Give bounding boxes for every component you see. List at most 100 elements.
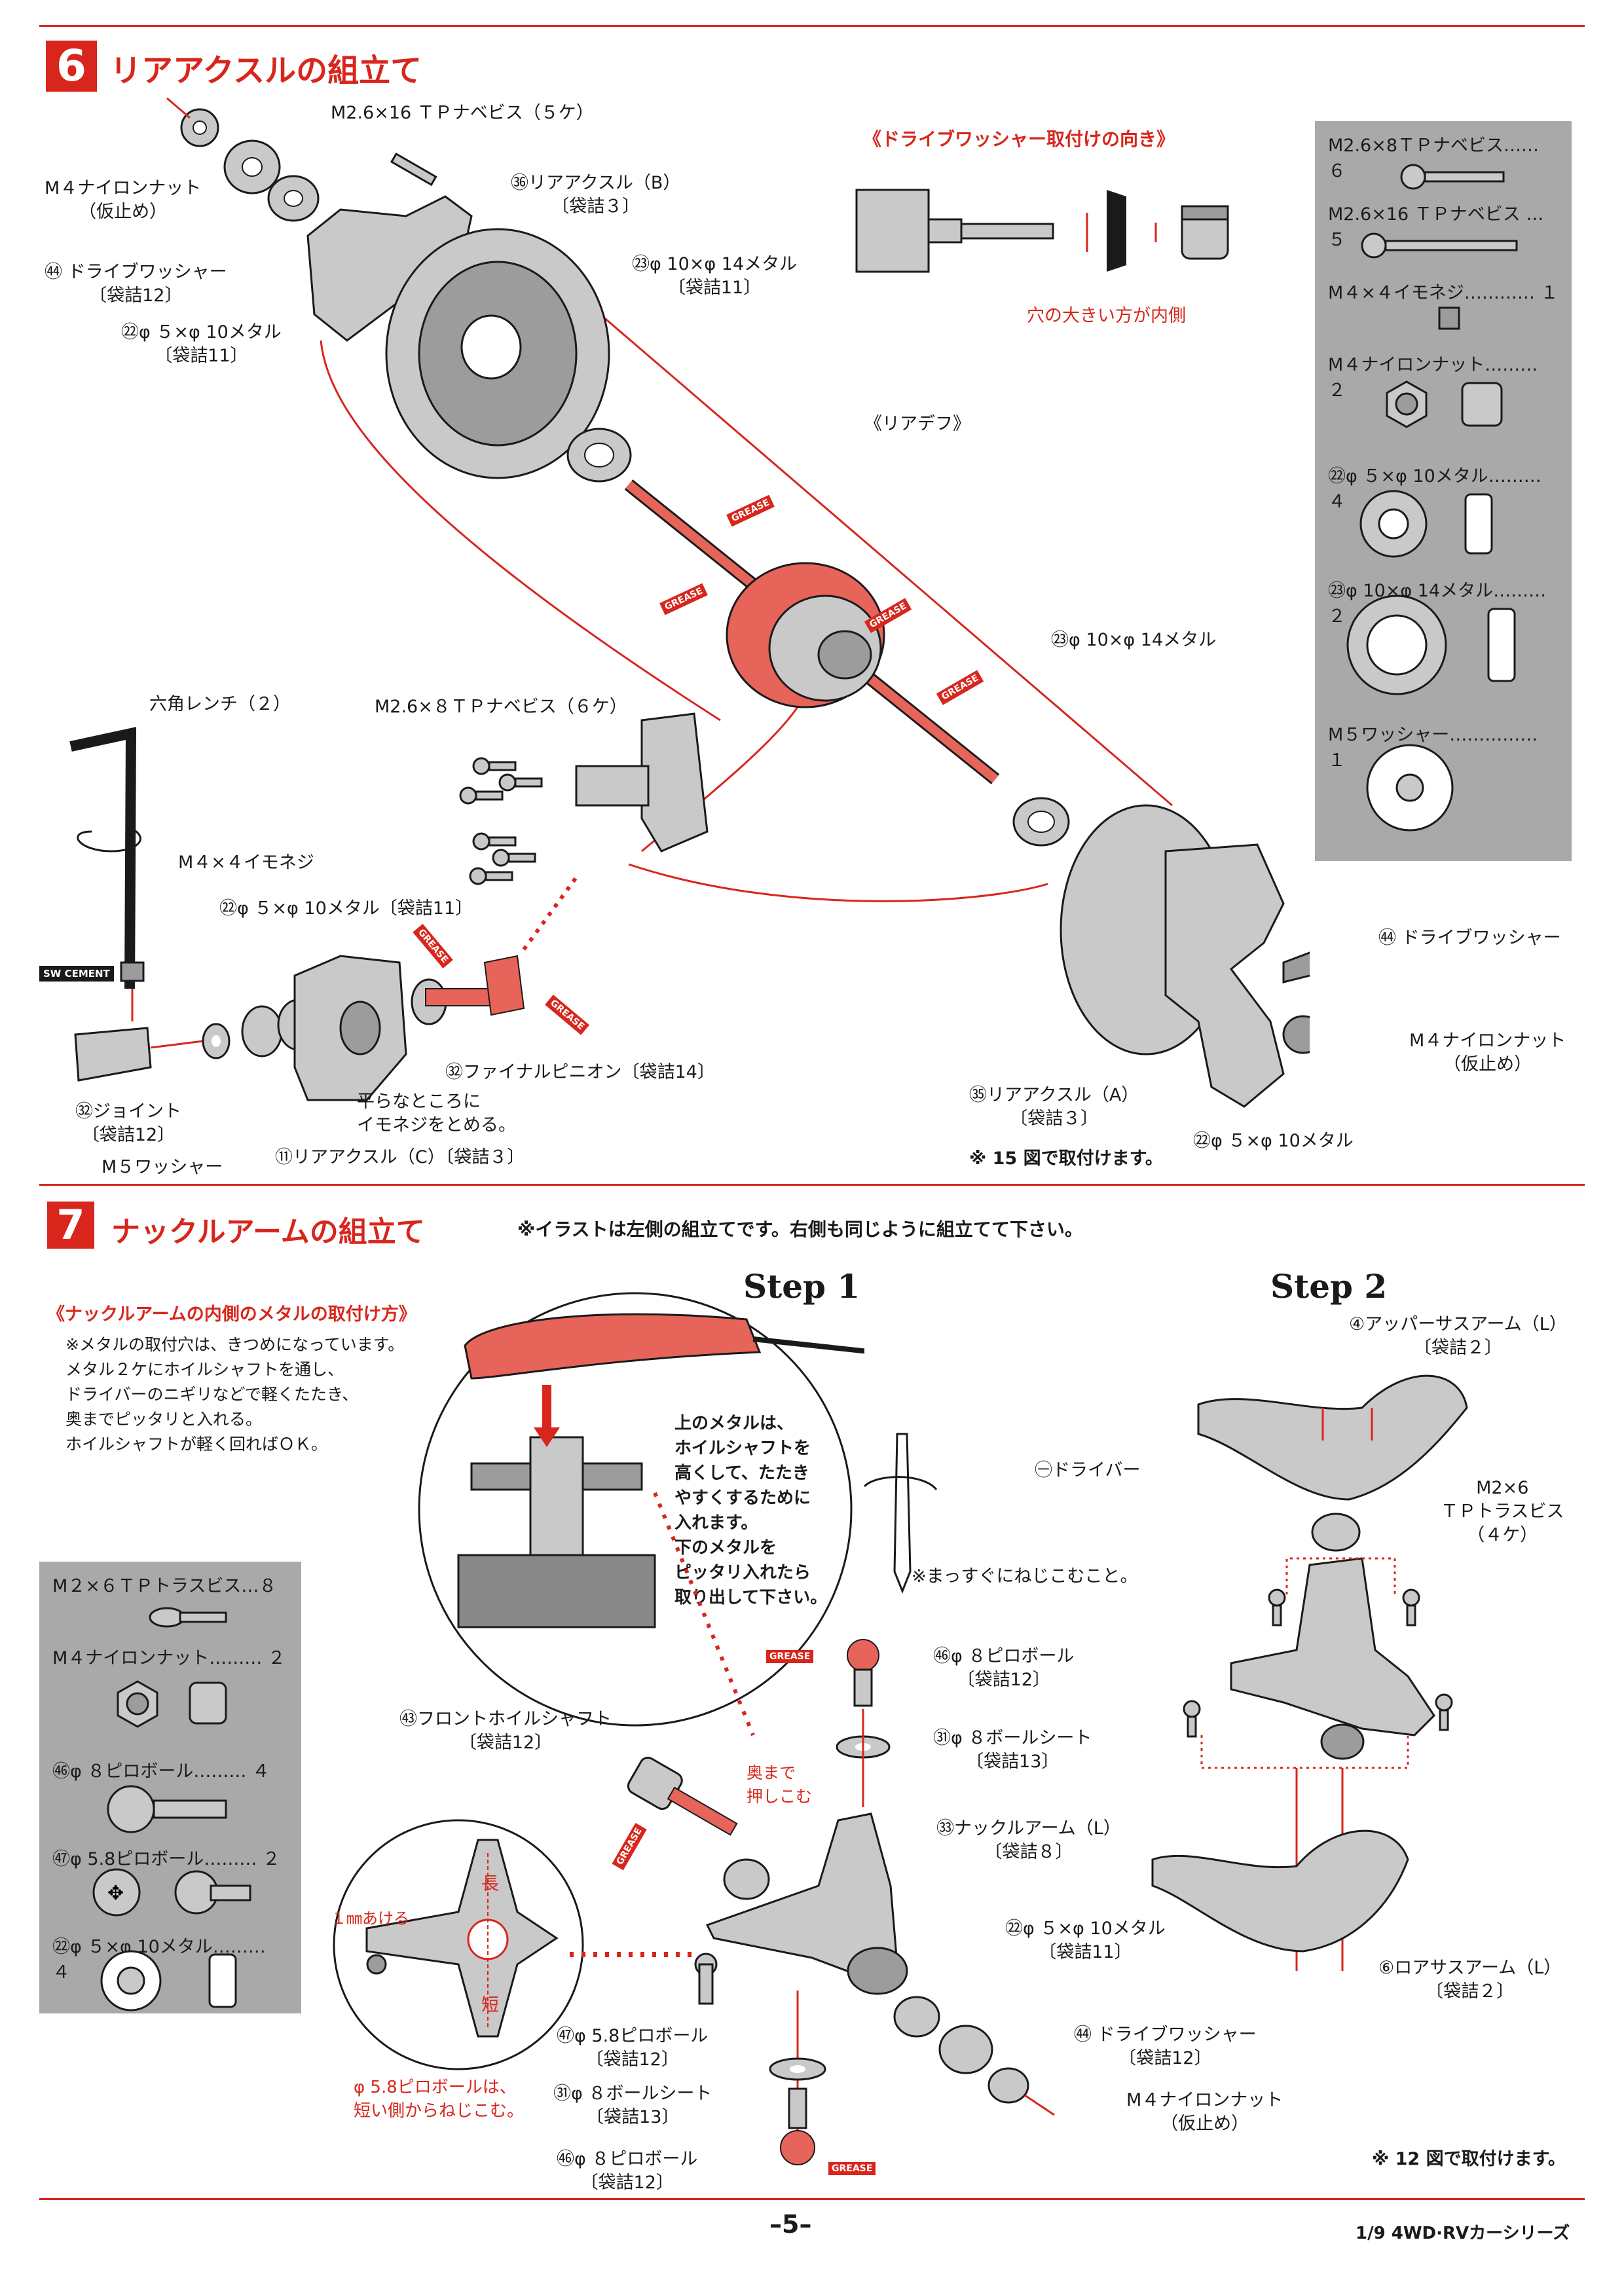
label-metal-72: ㉒φ ５×φ 10メタル〔袋詰11〕 xyxy=(121,322,282,366)
label-metal-73: ㉓φ 10×φ 14メタル〔袋詰11〕 xyxy=(632,254,798,298)
series-name: 1/9 4WD·RVカーシリーズ xyxy=(1356,2224,1570,2243)
washer-note-title: 《ドライブワッシャー取付けの向き》 xyxy=(863,128,1175,150)
panel-item: M2.6×16 ＴＰナベビス …５ xyxy=(1328,204,1544,250)
knuckle-arm-exploded-illustration xyxy=(570,1374,1468,2165)
label-knuckle: ㉝ナックルアーム（L）〔袋詰８〕 xyxy=(936,1818,1121,1862)
screw-icon xyxy=(459,786,504,805)
label-attach-note-6: ※ 15 図で取付けます。 xyxy=(969,1148,1163,1169)
joint-icon xyxy=(74,1027,152,1082)
label-metal-72-s7: ㉒φ ５×φ 10メタル〔袋詰11〕 xyxy=(1005,1919,1166,1962)
panel-item: M２×６ＴＰトラスビス…８ xyxy=(52,1576,277,1596)
front-wheel-shaft xyxy=(627,1756,738,1836)
drive-washer-icon xyxy=(938,2025,993,2074)
label-final-pinion: ㉜ファイナルピニオン〔袋詰14〕 xyxy=(445,1062,715,1082)
knuckle-arm xyxy=(705,1812,908,1995)
rear-axle-b xyxy=(306,195,610,479)
label-screw-m26x16: M2.6×16 ＴＰナベビス（５ケ） xyxy=(331,103,594,123)
panel-item: M４ナイロンナット……… ２ xyxy=(52,1648,286,1668)
set-screw-icon xyxy=(1438,306,1460,330)
rear-axle-a xyxy=(1060,804,1310,1108)
screw-icon xyxy=(1400,164,1505,190)
label-press-note: 奥まで 押しこむ xyxy=(747,1763,813,1806)
label-attach-note-7: ※ 12 図で取付けます。 xyxy=(1372,2149,1566,2169)
panel-parts-illustration: ✥ xyxy=(92,1607,251,2011)
section-7-number: 7 xyxy=(47,1202,94,1249)
footer-rule xyxy=(39,2198,1585,2200)
set-screw-icon xyxy=(120,961,145,982)
panel-item: ㊼φ 5.8ピロボール……… ２ xyxy=(52,1849,280,1869)
label-long: 長 xyxy=(481,1874,499,1894)
step1-detail-circle xyxy=(418,1292,864,1727)
driver-illustration xyxy=(863,1433,938,1594)
label-driver: ㊀ドライバー xyxy=(1035,1460,1141,1480)
label-m4-nut: M４ナイロンナット（仮止め） xyxy=(45,178,202,222)
hex-wrench-icon xyxy=(69,727,137,989)
section-6-parts-panel: M2.6×8ＴＰナベビス…… ６ M2.6×16 ＴＰナベビス …５ M４×４イ… xyxy=(1315,121,1572,861)
grease-tag: GREASE xyxy=(828,2162,876,2175)
label-set-screw: M４×４イモネジ xyxy=(178,853,314,873)
panel-item: ㊻φ ８ピロボール……… ４ xyxy=(52,1761,270,1782)
label-m5-washer: M５ワッシャー xyxy=(101,1157,223,1177)
label-metal-72-c: ㉒φ ５×φ 10メタル xyxy=(1193,1131,1354,1151)
section-7-title: ナックルアームの組立て xyxy=(111,1215,425,1249)
truss-screw-icon xyxy=(1402,1588,1420,1626)
label-drive-washer: ㊹ ドライブワッシャー〔袋詰12〕 xyxy=(45,262,227,306)
truss-screw-icon xyxy=(1183,1700,1201,1738)
label-axle-c: ⑪リアアクスル（C）〔袋詰３〕 xyxy=(275,1147,525,1167)
knuckle-arm-step2 xyxy=(1230,1513,1435,1760)
metal-icon xyxy=(723,1858,770,1900)
label-joint: ㉜ジョイント〔袋詰12〕 xyxy=(75,1101,181,1145)
label-m4-nut-b: M４ナイロンナット（仮止め） xyxy=(1409,1031,1566,1074)
washer-icon xyxy=(223,139,281,194)
panel-item: M2.6×8ＴＰナベビス…… ６ xyxy=(1328,136,1540,181)
panel-item: M５ワッシャー…………… １ xyxy=(1328,725,1538,771)
label-screw-m2x6: M2×6 ＴＰトラスビス （４ケ） xyxy=(1441,1478,1564,1545)
label-ball-seat-71-b: ㉛φ ８ボールシート〔袋詰13〕 xyxy=(553,2084,712,2127)
grease-tag: GREASE xyxy=(766,1650,814,1663)
label-upper-arm: ④アッパーサスアーム（L）〔袋詰２〕 xyxy=(1349,1314,1567,1358)
label-pillow-note: φ 5.8ピロボールは、 短い側からねじこむ。 xyxy=(354,2078,525,2121)
metal-icon xyxy=(893,1996,940,2038)
top-rule xyxy=(39,25,1585,27)
label-drive-washer-s7: ㊹ ドライブワッシャー〔袋詰12〕 xyxy=(1074,2025,1257,2068)
rear-axle-c xyxy=(293,955,407,1101)
label-drive-washer-b: ㊹ ドライブワッシャー xyxy=(1378,928,1561,948)
truss-screw-icon xyxy=(1435,1693,1453,1731)
label-axle-a: ㉟リアアクスル（A）〔袋詰３〕 xyxy=(969,1085,1139,1129)
label-metal-73-b: ㉓φ 10×φ 14メタル xyxy=(1051,630,1217,650)
label-front-shaft: ㊸フロントホイルシャフト〔袋詰12〕 xyxy=(399,1709,612,1753)
truss-screw-icon xyxy=(149,1607,227,1628)
step-1-title: Step 1 xyxy=(743,1267,860,1306)
rear-diff xyxy=(726,562,885,708)
page-number: –5– xyxy=(769,2210,812,2239)
screw-icon xyxy=(472,757,517,775)
nut-icon xyxy=(987,2067,1029,2104)
pillow-ball-8-icon xyxy=(107,1785,227,1833)
panel-item: M４×４イモネジ………… １ xyxy=(1328,283,1559,303)
label-axle-b: ㊱リアアクスル（B）〔袋詰３〕 xyxy=(511,173,681,217)
section-6-number: 6 xyxy=(46,41,97,92)
metal-73-icon xyxy=(566,428,632,483)
sw-cement-tag: SW CEMENT xyxy=(39,966,114,982)
panel-item: M４ナイロンナット……… ２ xyxy=(1328,355,1538,401)
label-rear-diff: 《リアデフ》 xyxy=(864,414,970,434)
truss-screw-icon xyxy=(1268,1588,1286,1626)
label-straight-note: ※まっすぐにねじこむこと。 xyxy=(912,1566,1138,1587)
metal-icon xyxy=(267,175,320,222)
label-ball-seat-71: ㉛φ ８ボールシート〔袋詰13〕 xyxy=(933,1728,1092,1772)
label-gap-note: １㎜あける xyxy=(331,1909,409,1928)
panel-item: ㉓φ 10×φ 14メタル……… ２ xyxy=(1328,581,1547,627)
section-divider xyxy=(39,1184,1585,1186)
section-7-note: ※イラストは左側の組立てです。右側も同じように組立てて下さい。 xyxy=(517,1219,1083,1240)
screw-icon xyxy=(1361,232,1518,259)
screw-icon xyxy=(492,849,536,867)
label-short: 短 xyxy=(481,1995,499,2015)
label-m4-nut-s7: M４ナイロンナット（仮止め） xyxy=(1126,2090,1283,2134)
pillow-ball-58 xyxy=(694,1953,718,2005)
metal-guide-title: 《ナックルアームの内側のメタルの取付け方》 xyxy=(47,1304,416,1325)
diff-carrier xyxy=(575,712,709,853)
nut-side-icon xyxy=(189,1681,227,1725)
label-pillow-56-b: ㊻φ ８ピロボール〔袋詰12〕 xyxy=(557,2149,698,2193)
nut-side-icon xyxy=(1461,382,1503,427)
screwdriver-icon xyxy=(464,1313,762,1380)
